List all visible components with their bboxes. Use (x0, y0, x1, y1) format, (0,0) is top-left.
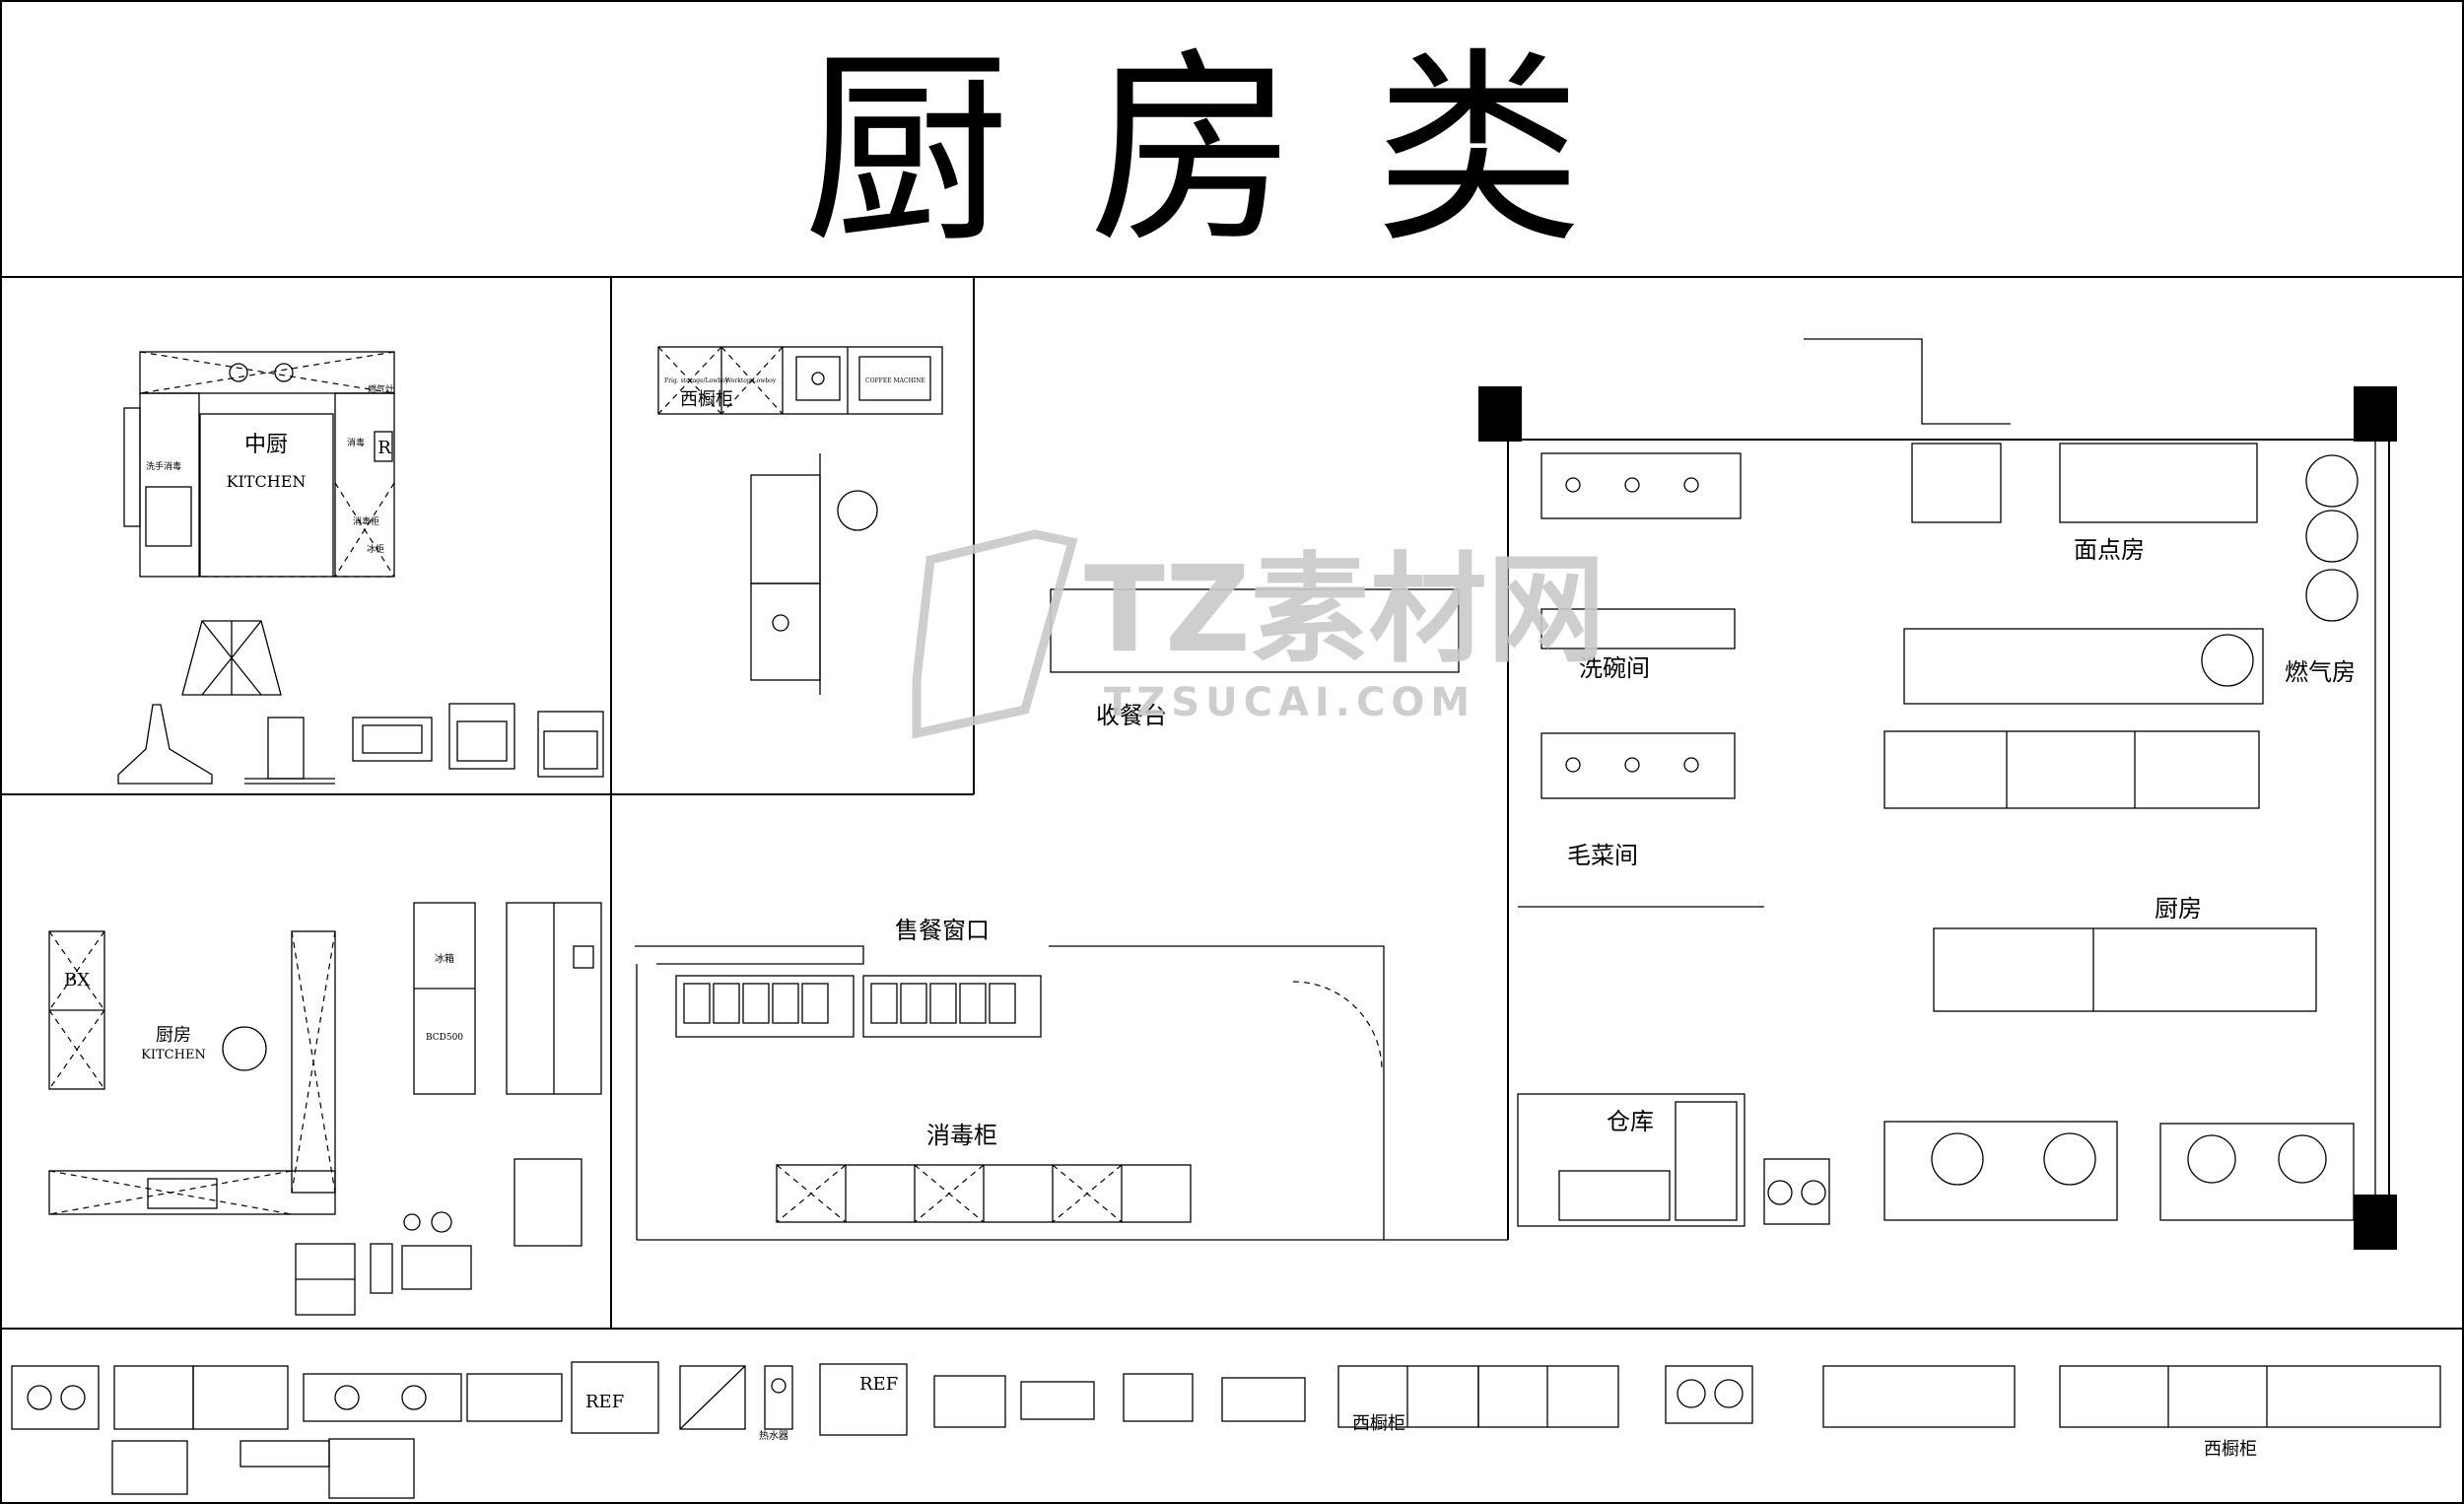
strip-ref-tag-1: REF (585, 1392, 624, 1412)
panel-b-cabinet-label: 西橱柜 (680, 389, 733, 410)
strip-cabinet-label-1: 西橱柜 (1352, 1413, 1405, 1434)
range-hood-elevations (117, 620, 604, 785)
panel-a-fridge-mark: R (377, 438, 391, 458)
prep-room-label: 毛菜间 (1567, 842, 1638, 869)
panel-b-cabinet: Frig. storage/Lowboy Worktop Lowboy COFF… (657, 346, 943, 695)
panel-a-label-freezer: 冰柜 (367, 543, 384, 555)
gas-room-label: 燃气房 (2285, 658, 2356, 686)
panel-a-label-sterilize: 消毒 (347, 437, 365, 448)
panel-a-room-name: 中厨 (244, 433, 288, 457)
panel-c-fridge-label: 冰箱 (435, 952, 454, 965)
storage-label: 仓库 (1607, 1108, 1654, 1135)
kitchen-label: 厨房 (2155, 895, 2202, 923)
panel-a-label-sterilizer: 消毒柜 (353, 515, 379, 527)
panel-c-fridge-model: BCD500 (426, 1033, 463, 1043)
strip-small-tag: 热水器 (759, 1429, 788, 1442)
watermark-url: TZSUCAI.COM (1104, 680, 1475, 725)
page-title: 厨房类 (803, 30, 1661, 271)
panel-c-room-name-en: KITCHEN (141, 1048, 206, 1062)
panel-b-tag-3: COFFEE MACHINE (865, 377, 925, 384)
panel-a-label-hand-wash: 洗手消毒 (146, 460, 181, 472)
main-plan-back-kitchen: 洗碗间 毛菜间 仓库 面点房 燃气房 厨房 (1478, 338, 2397, 1250)
dish-room-label: 洗碗间 (1579, 654, 1650, 682)
service-counter-label: 收餐台 (1096, 702, 1167, 729)
panel-a-room-name-en: KITCHEN (227, 472, 307, 491)
pastry-room-label: 面点房 (2074, 536, 2145, 564)
equipment-strip: REF 热水器 REF 西橱柜 西橱柜 (11, 1361, 2441, 1499)
sterilizer-label: 消毒柜 (926, 1122, 997, 1149)
watermark-brand: TZ素材网 (1084, 542, 1606, 679)
panel-c-bx-mark: BX (64, 970, 90, 991)
panel-b-tag-2: Worktop Lowboy (725, 377, 777, 384)
panel-a-label-gas-stove: 燃气灶 (368, 383, 394, 395)
panel-b-tag-1: Frig. storage/Lowboy (664, 377, 729, 384)
strip-cabinet-label-2: 西橱柜 (2204, 1439, 2257, 1460)
sales-window-label: 售餐窗口 (895, 917, 990, 944)
watermark: TZ素材网 TZSUCAI.COM (912, 529, 1606, 739)
panel-c-room-name: 厨房 (156, 1025, 191, 1046)
panel-a-u-kitchen: R 中厨 KITCHEN 燃气灶 洗手消毒 消毒柜 冰柜 消毒 (123, 351, 395, 578)
main-plan-service-area: 收餐台 售餐窗口 消毒柜 (635, 588, 1508, 1241)
panel-c-l-kitchen: BX 厨房 KITCHEN 冰箱 BCD500 (48, 902, 602, 1316)
strip-ref-tag-2: REF (859, 1374, 898, 1395)
